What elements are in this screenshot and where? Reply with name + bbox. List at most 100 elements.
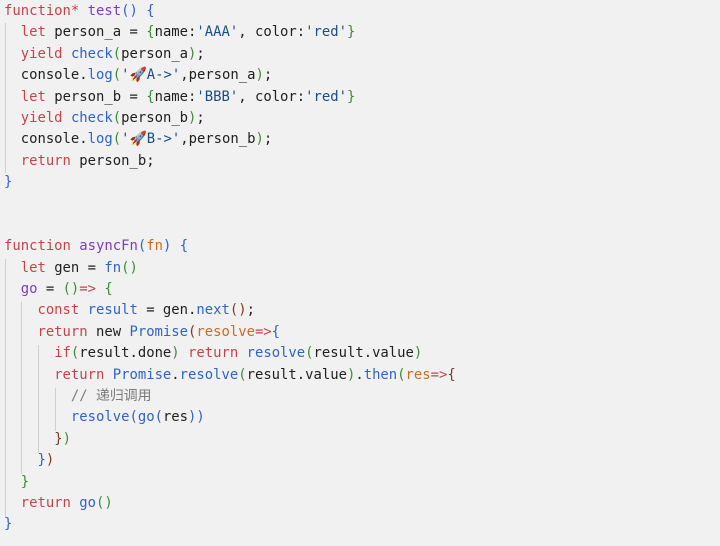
keyword: if [54,345,71,362]
string: 'AAA' [196,24,239,41]
code-line-14: go = ()=> { [0,279,720,300]
brace: } [4,174,13,191]
code-line-22: }) [0,450,720,471]
brace: { [146,3,155,19]
function-call: go [137,409,155,426]
paren: () [62,281,80,298]
condition: result.done [79,345,172,362]
paren: ) [188,109,197,126]
keyword: return [188,345,239,362]
function-call: log [87,67,113,84]
string: 'red' [305,24,347,41]
semicolon: ; [246,302,255,319]
brace: } [346,24,356,41]
indent-guide [5,259,6,517]
paren: () [96,494,113,511]
keyword: function* [4,3,80,19]
object: console. [20,67,88,84]
code-line-13: let gen = fn() [0,258,720,279]
variable: gen = [45,259,105,276]
paren: ) [171,345,180,362]
property: name: [154,24,197,41]
property: color: [254,88,306,105]
variable: person_b [54,88,122,105]
brace: } [20,473,30,490]
brace: { [179,238,189,255]
brace: } [37,452,46,469]
code-line-15: const result = gen.next(); [0,300,720,321]
function-call: then [363,366,398,383]
comment: // 递归调用 [70,388,152,405]
keyword: yield [20,45,63,62]
argument: res [162,409,189,426]
paren: () [121,3,138,19]
paren: ) [188,45,197,62]
argument: result.value [313,345,414,362]
code-line-1: function* test() { [0,1,720,22]
function-call: resolve [246,345,306,362]
separator: , [238,24,255,41]
object: console. [20,131,88,148]
function-call: resolve [70,409,130,426]
keyword: let [20,88,46,105]
semicolon: ; [196,109,205,126]
blank-line [0,194,720,215]
paren: ) [346,366,356,383]
operator: = [121,24,147,41]
property: name: [154,88,197,105]
argument: person_a [121,45,189,62]
parameter: fn [146,238,163,255]
brace: { [146,88,155,105]
code-line-24: return go() [0,493,720,514]
keyword: let [20,24,46,41]
argument: result.value [246,366,347,383]
function-call: check [70,109,113,126]
function-call: log [87,131,113,148]
indent-guide [5,23,6,173]
return-value: person_b; [70,152,155,169]
variable: person_a [54,24,122,41]
class-name: Promise [112,366,172,383]
paren: ( [112,131,122,148]
function-call: fn [104,259,122,276]
function-name: test [87,3,122,19]
paren: ) [413,345,423,362]
code-line-5: let person_b = {name:'BBB', color:'red'} [0,87,720,108]
code-line-18: return Promise.resolve(result.value).the… [0,365,720,386]
function-name: asyncFn [79,238,138,255]
string-with-rocket-icon: '🚀B->' [121,131,181,148]
arrow: => [79,281,97,298]
function-call: next [196,302,230,319]
brace: { [271,323,281,340]
code-line-20: resolve(go(res)) [0,407,720,428]
code-line-25: } [0,514,720,535]
semicolon: ; [263,67,273,84]
code-line-7: console.log('🚀B->',person_b); [0,129,720,150]
code-line-4: console.log('🚀A->',person_a); [0,65,720,86]
brace: { [146,24,155,41]
code-line-21: }) [0,429,720,450]
separator: , [238,88,255,105]
variable: result [87,302,138,319]
brace: { [447,366,456,383]
semicolon: ; [263,131,273,148]
keyword: function [4,238,71,255]
operator: = [37,281,63,298]
string: 'red' [305,88,347,105]
paren: ) [162,238,172,255]
keyword: const [37,302,80,319]
code-line-8: return person_b; [0,151,720,172]
arrow: => [254,323,272,340]
dot: . [171,366,180,383]
indent-guide [55,388,56,431]
paren: ) [196,409,205,426]
code-line-2: let person_a = {name:'AAA', color:'red'} [0,22,720,43]
code-line-6: yield check(person_b); [0,108,720,129]
paren: ( [238,366,247,383]
keyword: return [54,366,105,383]
paren: ( [137,238,147,255]
argument: ,person_a [180,67,256,84]
paren: ( [154,409,163,426]
semicolon: ; [196,45,205,62]
